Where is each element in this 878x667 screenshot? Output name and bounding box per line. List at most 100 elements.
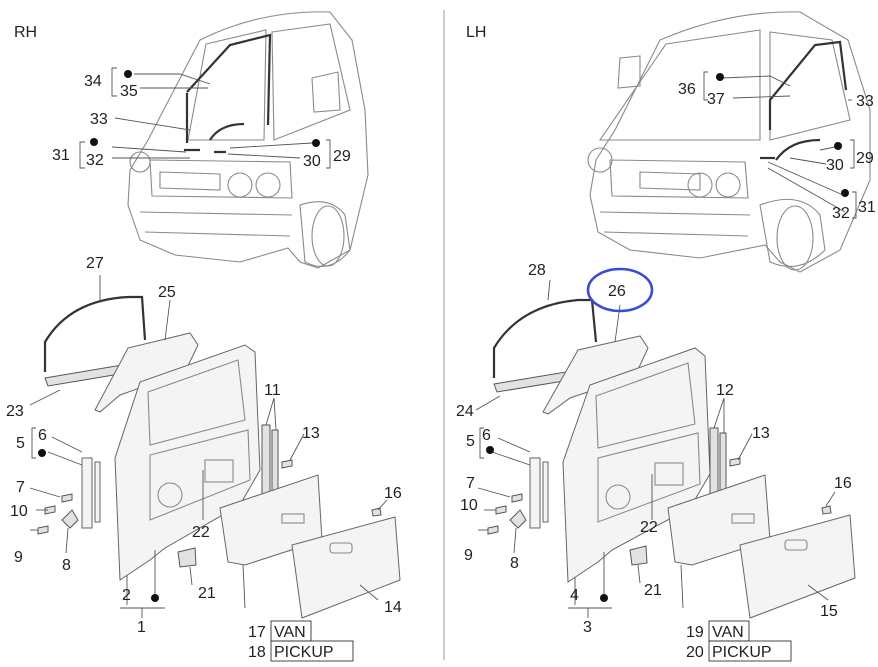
variant-num-18: 18 [248,644,266,661]
bullet-31-lh [841,189,849,197]
bullet-5-lh [486,446,494,454]
door-glass-25 [94,332,199,413]
screw-13-lh [729,457,741,467]
callout-15-lh: 15 [820,603,838,620]
variant-text-pickup-lh: PICKUP [712,644,772,661]
callout-5-rh: 5 [16,435,25,452]
trim-panel-rh [219,474,323,566]
hinge-8 [61,509,79,529]
plug-16 [371,507,382,517]
door-trim-15 [739,514,856,619]
door-shell [114,344,261,581]
callout-16-lh: 16 [834,475,852,492]
callout-26-lh: 26 [608,283,626,300]
callout-21-lh: 21 [644,582,662,599]
callout-23-rh: 23 [6,403,24,420]
panel-title-rh: RH [14,24,37,41]
plug-16-lh [821,505,832,515]
callout-12-lh: 12 [716,382,734,399]
callout-21-rh: 21 [198,585,216,602]
callout-10-rh: 10 [10,503,28,520]
callout-11-rh: 11 [264,382,281,399]
bullet-29-lh [834,142,842,150]
check-strap-5 [81,457,101,529]
panel-title-lh: LH [466,24,486,41]
callout-10-lh: 10 [460,497,478,514]
callout-6-lh: 6 [482,427,491,444]
callout-9-rh: 9 [14,549,23,566]
door-trim-14 [291,516,401,619]
bullet-36-lh [716,73,724,81]
variant-num-17: 17 [248,624,266,641]
callout-33-lh: 33 [856,93,874,110]
callout-22-rh: 22 [192,524,210,541]
callout-6-rh: 6 [38,427,47,444]
callout-8-lh: 8 [510,555,519,572]
callout-14-rh: 14 [384,599,402,616]
variant-num-19: 19 [686,624,704,641]
callout-33-rh: 33 [90,111,108,128]
callout-25-rh: 25 [158,284,176,301]
variant-legend-rh: 17 VAN 18 PICKUP [248,620,354,662]
callout-7-rh: 7 [16,479,25,496]
bolts-rh [37,493,73,535]
callout-35-rh: 35 [120,83,138,100]
bullet-34-rh [124,70,132,78]
seal-36-lh [768,40,848,130]
screw-13 [281,459,293,469]
callout-5-lh: 5 [466,433,475,450]
van-cab-lh [587,11,871,273]
callout-27-rh: 27 [86,255,104,272]
callout-9-lh: 9 [464,547,473,564]
callout-30-lh: 30 [826,157,844,174]
callout-8-rh: 8 [62,557,71,574]
clip-21-lh [629,545,648,566]
leader-lines-rh [29,67,388,618]
callout-4-lh: 4 [570,587,579,604]
check-strap-5-lh [529,457,549,529]
bullet-1-rh [151,594,159,602]
door-glass-26 [542,335,649,415]
hinge-8-lh [509,509,527,529]
van-cab-rh [127,11,369,269]
callout-16-rh: 16 [384,485,402,502]
door-assembly-rh [37,295,401,619]
leader-lines-lh [475,71,857,618]
callout-31-lh: 31 [858,199,876,216]
run-channel-28 [492,298,598,378]
clip-21 [177,547,197,568]
variant-text-van-rh: VAN [274,624,306,641]
callout-29-lh: 29 [856,150,874,167]
seal-30-lh [775,138,821,161]
callout-34-rh: 34 [84,73,102,90]
callout-7-lh: 7 [466,475,475,492]
callout-30-rh: 30 [303,153,321,170]
seal-33-rh [185,93,245,143]
bullet-5-rh [38,449,46,457]
highlight-ring [586,267,654,313]
variant-legend-lh: 19 VAN 20 PICKUP [686,620,792,662]
variant-text-pickup-rh: PICKUP [274,644,334,661]
door-assembly-lh [487,298,856,619]
bullet-29-rh [312,139,320,147]
trim-panel-lh [667,474,771,566]
callout-28-lh: 28 [528,262,546,279]
seal-34-rh [186,33,272,126]
bolts-lh [487,493,523,535]
door-shell-lh [562,347,711,583]
callout-13-lh: 13 [752,425,770,442]
callout-13-rh: 13 [302,425,320,442]
callout-22-lh: 22 [640,519,658,536]
callout-24-lh: 24 [456,403,474,420]
panel-lh: LH [456,11,876,662]
seal-31-rh [184,148,226,154]
callout-32-lh: 32 [832,205,850,222]
variant-num-20: 20 [686,644,704,661]
bullet-31-rh [90,138,98,146]
variant-text-van-lh: VAN [712,624,744,641]
callout-36-lh: 36 [678,81,696,98]
callout-3-lh: 3 [583,619,592,636]
callout-29-rh: 29 [333,148,351,165]
panel-rh: RH [6,11,402,662]
